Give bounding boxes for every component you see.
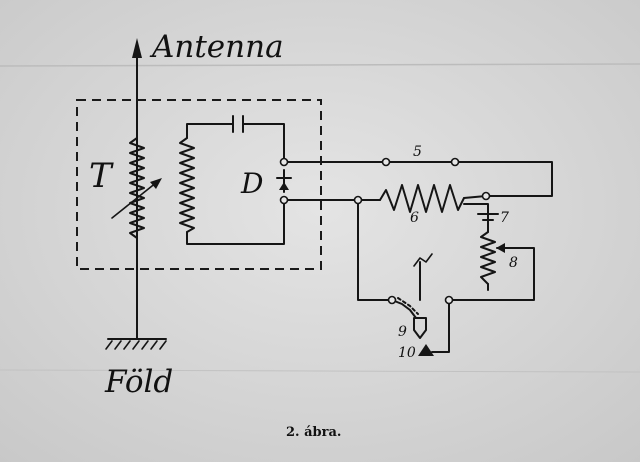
paper-crease — [0, 63, 640, 67]
variable-arrow-icon — [111, 178, 162, 219]
earphone-9-label: 9 — [398, 324, 407, 340]
potentiometer-8 — [448, 231, 535, 301]
secondary-circuit — [179, 123, 285, 245]
output-wiring — [283, 161, 553, 301]
resistor-6-label: 6 — [410, 210, 419, 226]
terminal-10-label: 10 — [398, 345, 416, 361]
tuner-label: T — [89, 156, 114, 196]
detector-label: D — [240, 167, 263, 200]
battery-7 — [477, 213, 499, 233]
earphone-9 — [391, 253, 450, 353]
tuner-box — [76, 99, 322, 270]
terminals — [279, 157, 491, 305]
detector-symbol — [276, 169, 292, 193]
terminal-10 — [418, 344, 434, 356]
paper-crease-lower — [0, 369, 640, 373]
potentiometer-8-label: 8 — [509, 255, 518, 271]
capacitor-icon — [232, 115, 244, 133]
figure-caption: 2. ábra. — [286, 425, 341, 440]
tuning-coil — [129, 137, 145, 239]
antenna-lead — [132, 38, 142, 319]
antenna-label: Antenna — [149, 29, 284, 65]
battery-7-label: 7 — [500, 210, 509, 226]
terminal-5-label: 5 — [413, 144, 422, 160]
ground-label: Föld — [104, 364, 173, 400]
ground-symbol — [105, 317, 167, 350]
